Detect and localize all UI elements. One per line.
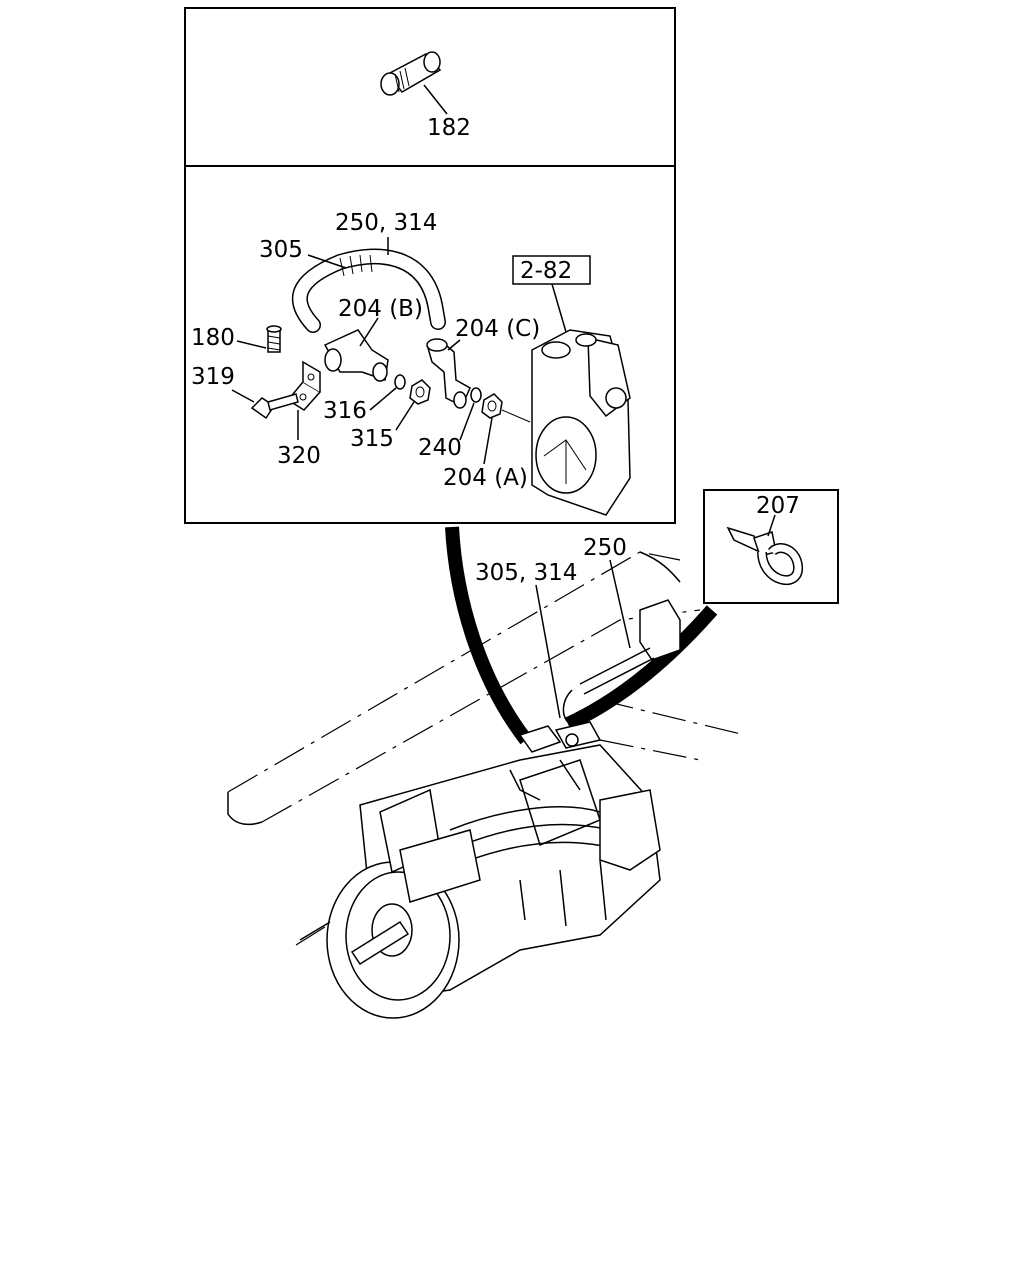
callout-180: 180: [191, 325, 235, 351]
callout-207: 207: [756, 493, 800, 519]
leader-204a: [483, 417, 493, 465]
callout-240: 240: [418, 435, 462, 461]
leader-204b: [359, 317, 379, 347]
callout-305-314: 305, 314: [475, 560, 577, 586]
callout-2-82: 2-82: [520, 258, 572, 284]
leader-180: [236, 340, 267, 349]
flange-bolt-319-part: [250, 393, 299, 420]
callout-315: 315: [350, 426, 394, 452]
pointer-arc-clip: [565, 605, 718, 731]
transmission-assembly: [299, 721, 661, 1019]
pipe-250-part: [562, 599, 681, 725]
tee-fitting-part: [323, 329, 389, 382]
leader-2-82: [551, 283, 567, 333]
callout-204b: 204 (B): [338, 296, 423, 322]
callout-319: 319: [191, 364, 235, 390]
leader-nut-to-valve: [501, 409, 531, 423]
callout-316: 316: [323, 398, 367, 424]
leader-305-314: [535, 584, 561, 719]
leader-316: [369, 387, 397, 411]
pointer-arc-main: [445, 526, 532, 745]
callout-320: 320: [277, 443, 321, 469]
detail-frame-top: [184, 7, 676, 167]
leader-182: [423, 84, 448, 115]
leader-305: [307, 254, 347, 269]
elbow-fitting-part: [426, 338, 471, 409]
nut-315-part: [409, 379, 431, 405]
valve-body-part: [531, 329, 631, 516]
callout-250-314: 250, 314: [335, 210, 437, 236]
callout-250: 250: [583, 535, 627, 561]
leader-240: [459, 402, 475, 441]
callout-305: 305: [259, 237, 303, 263]
bolt-180-part: [266, 325, 282, 353]
leader-315: [395, 401, 415, 431]
pressure-switch-part: [380, 51, 442, 96]
clip-207-part: [726, 526, 803, 586]
callout-182: 182: [427, 115, 471, 141]
washer-240-part: [470, 387, 482, 403]
leader-250: [609, 559, 631, 649]
gasket-316-part: [394, 374, 406, 390]
leader-319: [231, 389, 255, 403]
callout-204c: 204 (C): [455, 316, 540, 342]
ref-box-2-82: [512, 255, 591, 285]
leader-207: [767, 514, 776, 537]
nut-204a-part: [481, 393, 503, 419]
callout-204a: 204 (A): [443, 465, 528, 491]
leader-204c: [447, 339, 461, 351]
